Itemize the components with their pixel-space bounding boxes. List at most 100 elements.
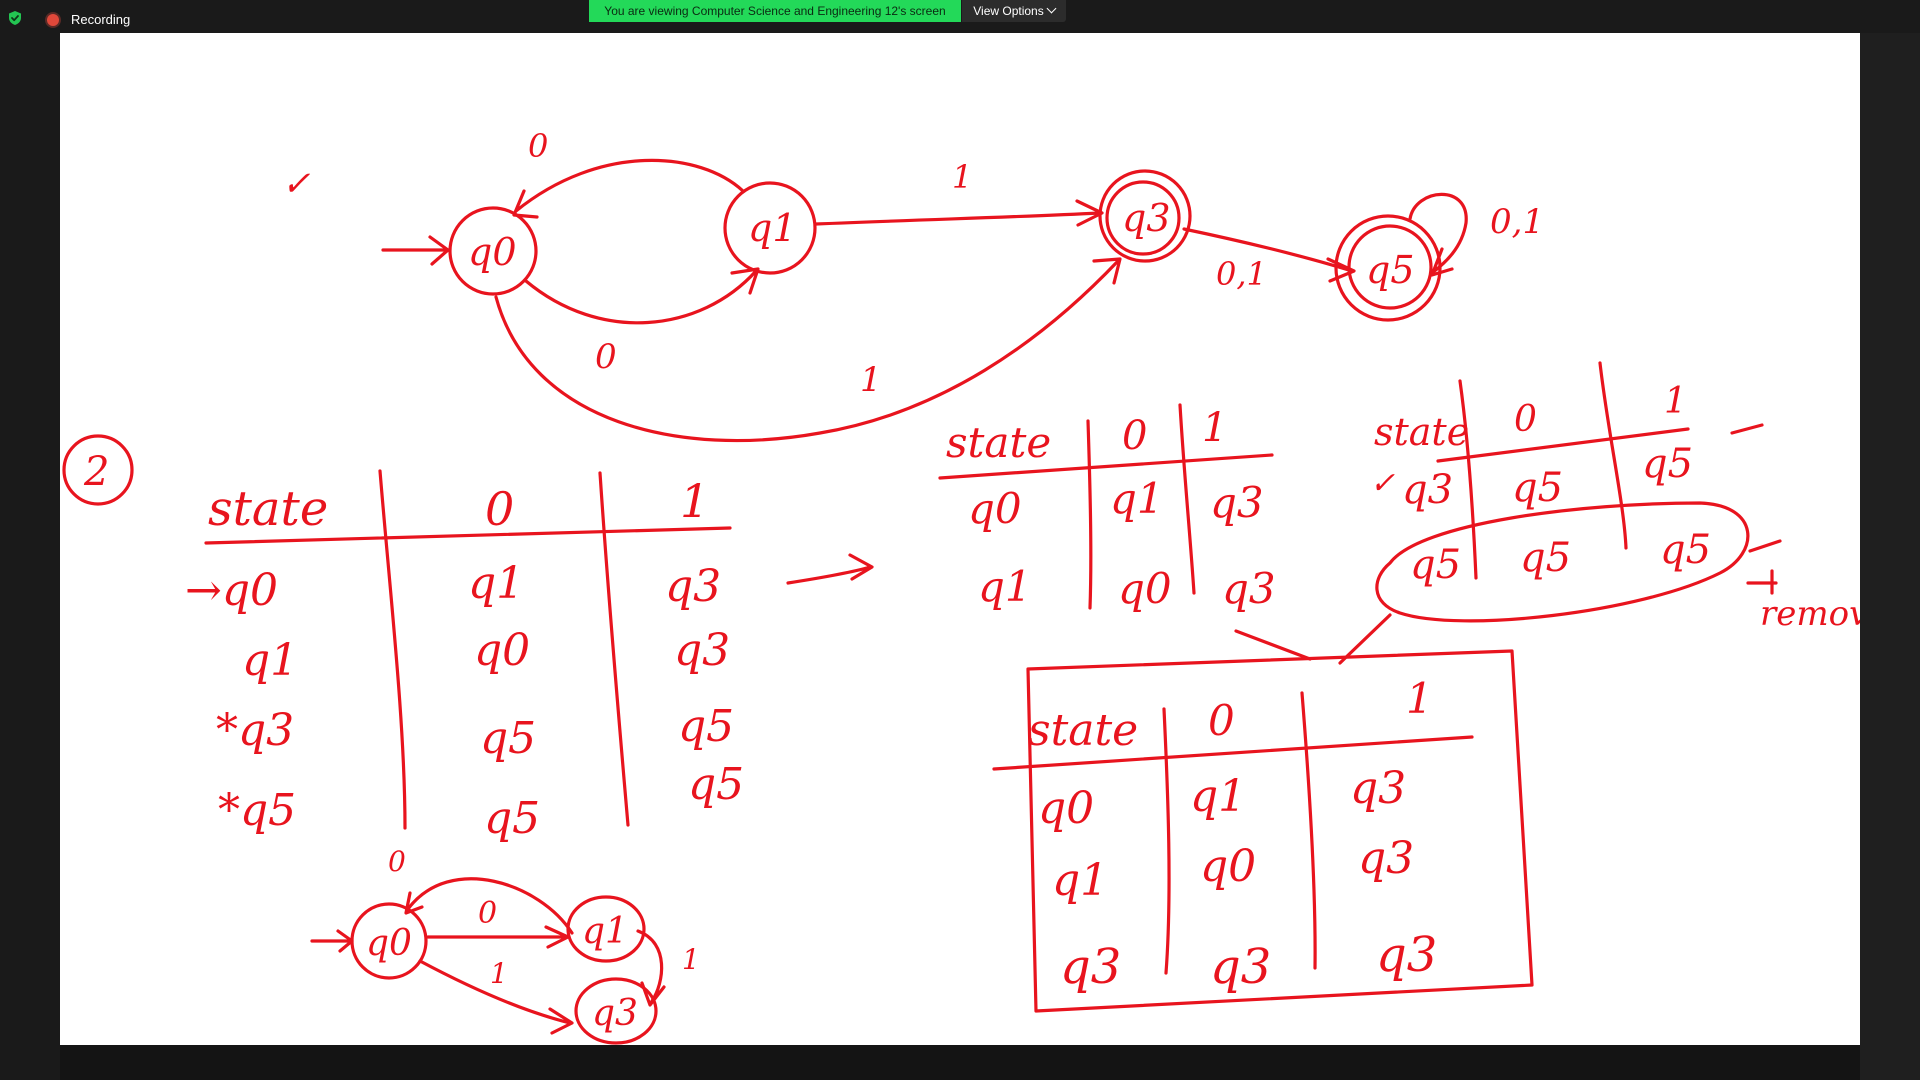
state-q3-label: q3 [1122,196,1171,240]
big-table-r1-c1: q3 [665,561,721,612]
big-table-r2-state: q1 [242,635,298,686]
view-options-button[interactable]: View Options [962,0,1066,22]
boxed-table-r1-state: q0 [1038,783,1094,834]
bottom-edge-label-0-top: 0 [388,845,406,878]
edge-q0-q3 [494,257,1122,443]
big-table-col-rule-2 [598,471,630,827]
connector-left [1234,629,1312,661]
edge-q1-q0 [512,158,745,219]
big-table-r3-c1: q5 [678,701,734,752]
edge-label-01-middle: 0,1 [1216,255,1267,293]
bottom-edge-label-0-mid: 0 [478,896,497,931]
state-q1-circle [723,181,817,275]
big-table-header-0: 0 [485,482,514,536]
right-table-r2-c0: q5 [1520,535,1571,581]
right-table-header-state: state [1374,410,1469,454]
transform-arrow [786,553,874,585]
top-state-diagram: ✓ q0 q1 0 0 1 [282,127,1544,443]
state-q3-inner [1105,180,1181,256]
right-table-r1-state: q3 [1402,467,1453,513]
state-q0-label: q0 [468,230,517,274]
big-table-r2-c0: q0 [474,625,530,676]
mid-table-r1-c0: q1 [1110,474,1164,523]
bottom-state-q1-circle [566,895,646,963]
boxed-table-r2-state: q1 [1052,855,1108,906]
right-table-check: ✓ [1370,466,1395,501]
state-q0-circle [448,206,538,296]
boxed-table-r3-state: q3 [1060,939,1121,995]
boxed-table-header-state: state [1028,705,1138,756]
right-table-dash-2 [1748,539,1782,553]
question-marker-circle [62,434,134,506]
edge-label-01-loop: 0,1 [1490,202,1544,242]
edge-label-1-top: 1 [952,158,972,196]
bottom-edge-q0-q3 [418,959,574,1035]
question-marker: 2 [83,449,109,495]
right-table-r2-state: q5 [1410,542,1461,588]
whiteboard-canvas: ✓ q0 q1 0 0 1 [62,127,1860,1045]
mid-table-header-0: 0 [1122,413,1147,459]
mid-table-header-1: 1 [1202,405,1227,451]
big-table-r4-c1: q5 [688,759,744,810]
edge-label-0-top: 0 [528,127,548,165]
big-table-header-state: state [208,481,328,537]
mid-table-r2-c0: q0 [1118,564,1172,613]
mid-table-col-rule-2 [1178,403,1196,595]
bottom-edge-label-1-mid: 1 [490,957,508,990]
right-table-dash-1 [1730,423,1764,435]
right-table-col-rule-2 [1598,361,1628,550]
bottom-strip [60,1045,1860,1080]
boxed-table-header-1: 1 [1406,674,1433,723]
boxed-table-r2-c1: q3 [1358,833,1414,884]
right-table-col-rule-1 [1458,379,1478,580]
bottom-edge-label-1-right: 1 [682,943,700,976]
boxed-table-col-rule-2 [1300,691,1317,970]
mid-table-r1-state: q0 [968,484,1022,533]
edge-q3-q5 [1182,227,1356,283]
boxed-table-border [1026,649,1534,1013]
mid-table-r2-state: q1 [978,562,1032,611]
bottom-edge-q1-q0 [404,877,574,935]
boxed-table-r2-c0: q0 [1200,841,1256,892]
big-table-header-rule [204,526,732,545]
check-mark: ✓ [282,164,311,204]
bottom-state-q0-label: q0 [366,923,412,964]
shield-check-icon[interactable] [7,10,23,26]
boxed-table-r1-c0: q1 [1190,771,1246,822]
edge-q1-q3 [814,199,1104,227]
viewing-banner: You are viewing Computer Science and Eng… [589,0,961,22]
big-table-header-1: 1 [680,474,709,528]
right-table-header-rule [1436,427,1690,463]
bottom-start-arrow [310,929,354,953]
bottom-edge-q0-q1 [426,925,570,949]
big-table-r1-c0: q1 [468,558,524,609]
recording-label[interactable]: Recording [71,12,131,27]
connector-right [1338,613,1392,665]
start-arrow [381,235,450,266]
edge-label-0-bottom: 0 [595,337,617,377]
right-table-r2-c1: q5 [1660,527,1711,573]
big-table-r3-c0: q5 [480,713,536,764]
edge-q0-q1 [524,267,760,325]
meeting-top-bar: Recording You are viewing Computer Scien… [0,0,1920,33]
right-table-header-1: 1 [1664,381,1687,422]
state-q1-label: q1 [748,206,797,250]
right-table-header-0: 0 [1514,399,1537,440]
big-table-col-rule-1 [378,469,407,830]
state-q5-label: q5 [1366,248,1415,292]
edge-label-1-bottom: 1 [860,360,882,400]
bottom-state-q1-label: q1 [582,911,628,952]
mid-table-header-state: state [946,418,1051,467]
edge-q5-self [1408,192,1468,277]
bottom-state-q0-circle [350,902,428,980]
chevron-down-icon [1046,3,1057,14]
boxed-table-r3-c0: q3 [1210,939,1271,995]
right-table-r1-c0: q5 [1512,465,1563,511]
mid-table-r1-c1: q3 [1210,478,1264,527]
right-edge-panel [1860,33,1920,1080]
mid-transition-table: state 0 1 q0 q1 q3 q1 q0 q3 [938,403,1276,613]
state-q5-inner [1347,224,1433,310]
bottom-state-q3-label: q3 [592,993,638,1034]
big-table-r3-state: *q3 [216,705,294,756]
record-dot-icon[interactable] [47,14,59,26]
